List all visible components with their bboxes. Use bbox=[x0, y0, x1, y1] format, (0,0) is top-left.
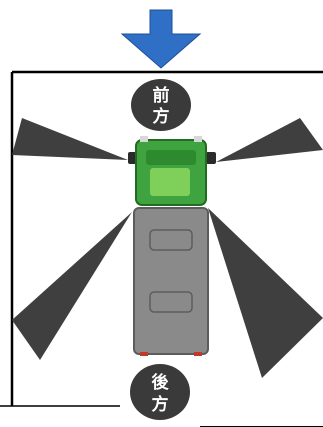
blind-spot-rear-left bbox=[12, 212, 132, 360]
blind-spot-front-right bbox=[216, 118, 323, 162]
rear-label: 後 方 bbox=[130, 364, 190, 420]
blind-spot-front-left bbox=[12, 118, 128, 160]
rear-label-line1: 後 bbox=[152, 372, 170, 393]
blind-spot-rear-right bbox=[208, 208, 323, 378]
truck-top-view-icon bbox=[128, 136, 216, 356]
front-label-line2: 方 bbox=[153, 106, 170, 127]
down-arrow-icon bbox=[120, 9, 202, 69]
rear-label-line2: 方 bbox=[152, 394, 169, 415]
diagram-frame bbox=[0, 70, 323, 427]
front-label-line1: 前 bbox=[153, 85, 170, 106]
front-label: 前 方 bbox=[131, 79, 191, 131]
blind-spot-wedges bbox=[12, 118, 323, 378]
